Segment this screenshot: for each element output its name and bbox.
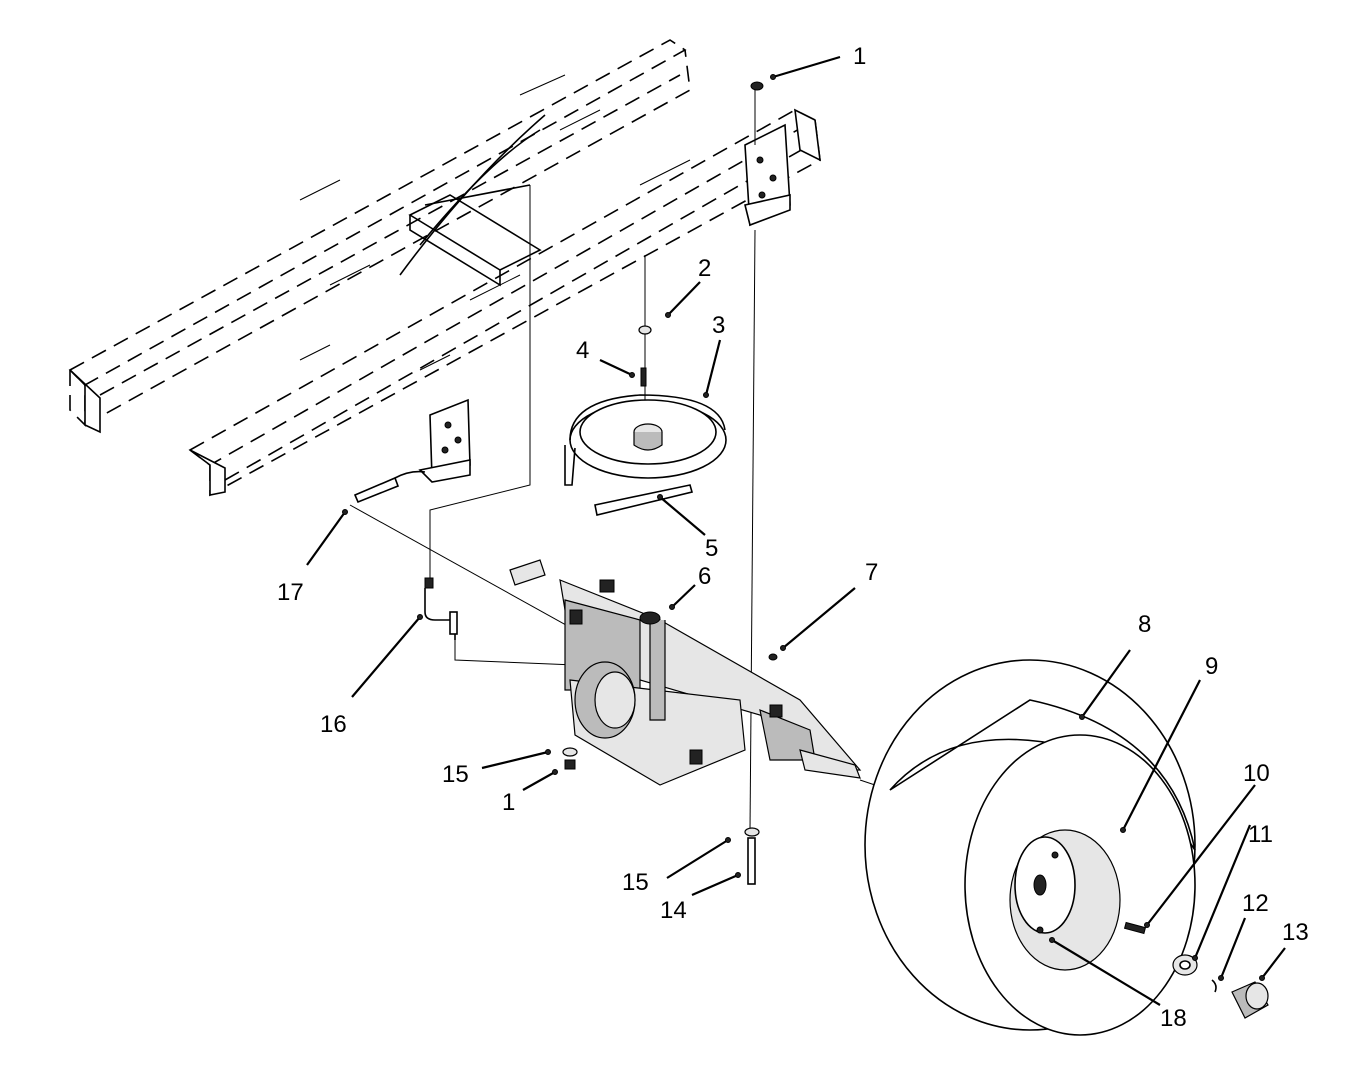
pulley	[569, 399, 727, 479]
transaxle	[509, 559, 862, 786]
callout-3: 3	[712, 312, 725, 339]
callout-11: 11	[1248, 821, 1273, 848]
callout-15-upper: 15	[442, 761, 469, 788]
callout-8: 8	[1138, 611, 1151, 638]
callout-9: 9	[1205, 653, 1218, 680]
callout-2: 2	[698, 255, 711, 282]
callout-10: 10	[1243, 760, 1270, 787]
key-and-screw	[638, 325, 652, 387]
callout-15-lower: 15	[622, 869, 649, 896]
callout-16: 16	[320, 711, 347, 738]
drive-belt	[564, 394, 726, 516]
callout-17: 17	[277, 579, 304, 606]
callout-6: 6	[698, 563, 711, 590]
callout-12: 12	[1242, 890, 1269, 917]
left-mounting-bracket	[418, 398, 471, 483]
callout-4: 4	[576, 337, 589, 364]
callout-13: 13	[1282, 919, 1309, 946]
callout-18: 18	[1160, 1005, 1187, 1032]
callout-14: 14	[660, 897, 687, 924]
rear-wheel	[864, 659, 1269, 1036]
callout-labels: 1 2 3 4 5 6 7 8 9 10 11 12 13 14 15 15 1…	[277, 43, 1309, 1032]
callout-5: 5	[705, 535, 718, 562]
callout-1-bottom: 1	[502, 789, 515, 816]
callout-1-top: 1	[853, 43, 866, 70]
callout-7: 7	[865, 559, 878, 586]
hardware	[353, 81, 778, 885]
leader-lines	[306, 55, 1286, 1006]
right-mounting-bracket	[744, 123, 791, 227]
leader-dots	[342, 74, 1265, 981]
frame-rails	[68, 39, 821, 497]
